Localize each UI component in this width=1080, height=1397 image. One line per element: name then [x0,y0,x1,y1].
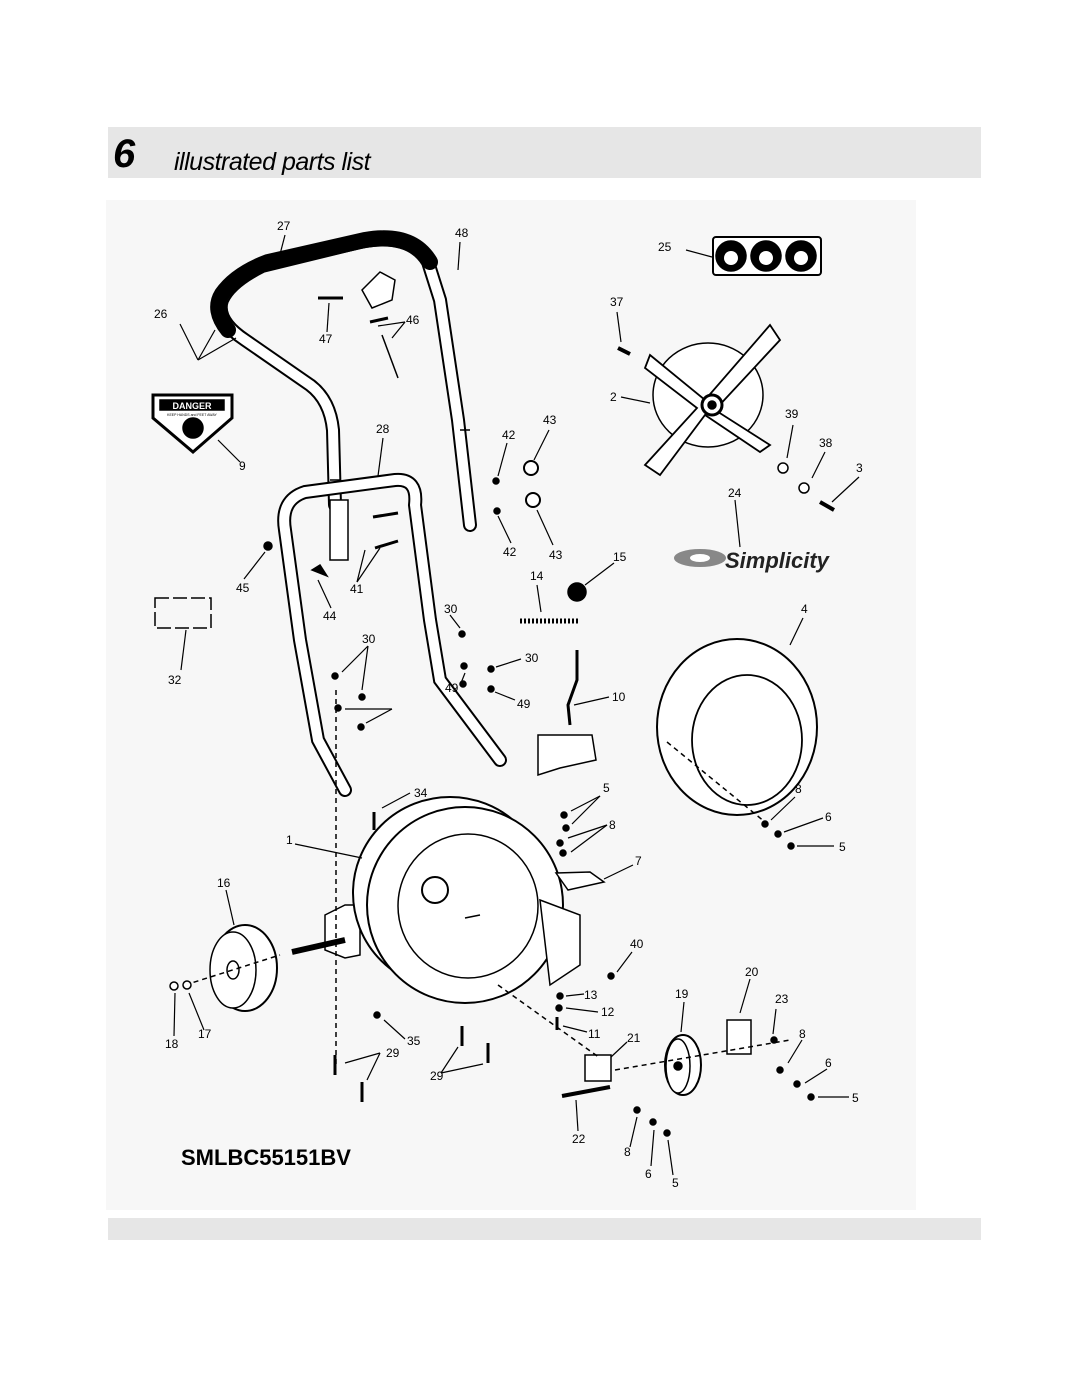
danger-decal [151,393,234,454]
section-title: illustrated parts list [174,148,371,176]
callout-44: 44 [323,609,337,623]
callout-15: 15 [613,550,627,564]
callout-18: 18 [165,1037,179,1051]
simplicity-logo [674,549,726,567]
deflector-assembly [520,582,597,777]
callout-49: 49 [517,697,531,711]
danger-decal-title: DANGER [172,401,212,411]
callout-5: 5 [839,840,846,854]
callout-numbers: 1 2 3 4 5 5 5 5 6 6 6 7 8 8 8 8 9 10 11 … [154,219,863,1190]
callout-6: 6 [825,1056,832,1070]
callout-29: 29 [430,1069,444,1083]
section-number: 6 [113,132,136,176]
callout-32: 32 [168,673,182,687]
section-footer-bar [108,1218,981,1240]
callout-43: 43 [549,548,563,562]
callout-16: 16 [217,876,231,890]
right-wheel [561,1019,752,1098]
callout-30: 30 [525,651,539,665]
decal-placeholder-box [154,597,212,629]
callout-5: 5 [852,1091,859,1105]
callout-42: 42 [503,545,517,559]
callout-9: 9 [239,459,246,473]
callout-3: 3 [856,461,863,475]
callout-27: 27 [277,219,291,233]
callout-34: 34 [414,786,428,800]
callout-8: 8 [624,1145,631,1159]
callout-5: 5 [672,1176,679,1190]
callout-29: 29 [386,1046,400,1060]
callout-13: 13 [584,988,598,1002]
callout-42: 42 [502,428,516,442]
safety-ppe-decal [712,236,822,276]
callout-21: 21 [627,1031,641,1045]
callout-41: 41 [350,582,364,596]
callout-40: 40 [630,937,644,951]
callout-12: 12 [601,1005,615,1019]
callout-35: 35 [407,1034,421,1048]
callout-7: 7 [635,854,642,868]
callout-6: 6 [645,1167,652,1181]
section-header-bar [108,127,981,178]
callout-20: 20 [745,965,759,979]
callout-37: 37 [610,295,624,309]
callout-19: 19 [675,987,689,1001]
callout-39: 39 [785,407,799,421]
lower-frame [277,472,507,797]
hardware-parts [169,346,835,1137]
handle-bracket [318,271,399,379]
callout-4: 4 [801,602,808,616]
callout-14: 14 [530,569,544,583]
callout-5: 5 [603,781,610,795]
callout-26: 26 [154,307,168,321]
callout-2: 2 [610,390,617,404]
callout-30: 30 [362,632,376,646]
model-number: SMLBC55151BV [181,1145,351,1170]
callout-11: 11 [588,1027,601,1041]
callout-8: 8 [609,818,616,832]
callout-24: 24 [728,486,742,500]
callout-leaders [173,234,860,1176]
axis-line [614,1039,791,1071]
danger-decal-text: KEEP HANDS and FEET AWAY [167,413,217,417]
callout-8: 8 [795,782,802,796]
callout-46: 46 [406,313,420,327]
blower-housing [291,796,581,1004]
left-wheel [184,924,281,1012]
housing-cover-ring [656,638,818,823]
upper-handle [210,230,477,532]
callout-10: 10 [612,690,626,704]
callout-48: 48 [455,226,469,240]
callout-23: 23 [775,992,789,1006]
callout-45: 45 [236,581,250,595]
callout-6: 6 [825,810,832,824]
callout-47: 47 [319,332,333,346]
callout-1: 1 [286,833,293,847]
callout-38: 38 [819,436,833,450]
callout-17: 17 [198,1027,212,1041]
simplicity-logo-text: Simplicity [725,548,831,573]
callout-25: 25 [658,240,672,254]
impeller [643,323,782,477]
callout-28: 28 [376,422,390,436]
callout-30: 30 [444,602,458,616]
callout-49: 49 [445,681,459,695]
callout-22: 22 [572,1132,586,1146]
callout-43: 43 [543,413,557,427]
callout-8: 8 [799,1027,806,1041]
axis-line [497,984,601,1059]
